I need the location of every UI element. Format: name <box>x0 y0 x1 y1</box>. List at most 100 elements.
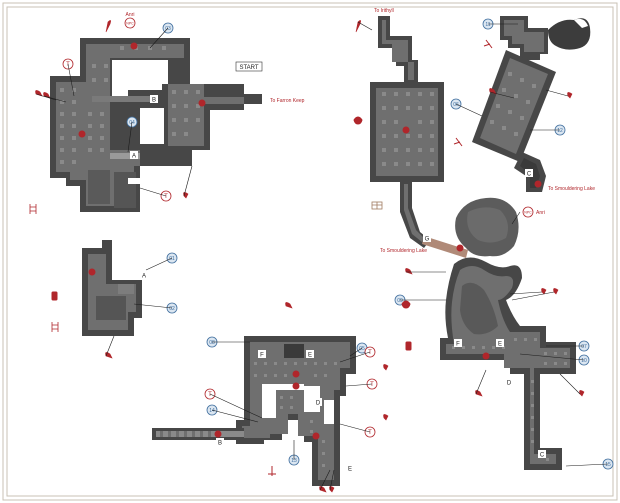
bonfire-icon[interactable] <box>130 42 138 50</box>
area-mid-left <box>82 240 142 336</box>
bonfire-icon[interactable] <box>214 430 222 438</box>
torch-icon <box>567 92 573 99</box>
svg-text:C: C <box>540 453 545 459</box>
misc-icons <box>29 39 493 476</box>
svg-text:E: E <box>498 342 502 348</box>
npc-anri-top[interactable]: Anri NPC <box>124 12 136 29</box>
npc-anri-right[interactable]: NPC Anri <box>522 206 545 218</box>
bonfire-icon[interactable] <box>78 130 86 138</box>
svg-text:NPC: NPC <box>524 211 532 215</box>
exit-label-smouldering-lake[interactable]: To Smouldering Lake <box>548 186 595 192</box>
sword-icon <box>453 137 463 147</box>
svg-text:B: B <box>152 98 156 104</box>
leader-lines <box>35 21 609 491</box>
letter-marker[interactable]: E <box>496 339 504 348</box>
svg-text:15: 15 <box>605 462 611 468</box>
area-far-right <box>472 16 591 192</box>
ladder-icon <box>29 204 37 214</box>
svg-text:START: START <box>239 65 258 71</box>
start-label[interactable]: START <box>235 61 263 72</box>
svg-text:A: A <box>142 274 146 280</box>
ladder-icon <box>51 322 59 332</box>
svg-text:D: D <box>316 401 321 407</box>
bonfire-icon[interactable] <box>402 126 410 134</box>
letter-marker[interactable]: B <box>216 438 224 447</box>
torch-markers <box>35 20 585 493</box>
svg-text:03: 03 <box>165 26 171 32</box>
exit-label-smouldering-lake[interactable]: To Smouldering Lake <box>380 248 427 254</box>
torch-icon <box>579 390 585 397</box>
svg-text:B: B <box>218 441 222 447</box>
svg-text:E: E <box>308 353 312 359</box>
svg-text:A: A <box>132 154 136 160</box>
bonfire-icon[interactable] <box>198 99 206 107</box>
svg-text:G: G <box>425 237 430 243</box>
skull-icon <box>353 116 363 125</box>
letter-marker[interactable]: D <box>505 378 513 387</box>
area-right-cavern <box>422 197 576 470</box>
svg-text:07: 07 <box>581 344 587 350</box>
letter-marker[interactable]: C <box>538 450 546 459</box>
bonfire-icon[interactable] <box>534 180 542 188</box>
torch-icon <box>285 302 293 309</box>
svg-text:T: T <box>164 194 168 200</box>
letter-marker[interactable]: A <box>130 151 138 160</box>
lantern-icon <box>51 291 58 301</box>
svg-text:05: 05 <box>359 346 365 352</box>
exit-label-farron-keep[interactable]: To Farron Keep <box>270 98 305 104</box>
letter-marker[interactable]: E <box>346 464 354 473</box>
torch-icon <box>355 20 361 33</box>
letter-marker[interactable]: F <box>454 339 462 348</box>
torch-icon <box>541 288 547 295</box>
svg-text:01: 01 <box>169 256 175 262</box>
svg-text:08: 08 <box>209 340 215 346</box>
svg-text:NPC: NPC <box>126 22 134 26</box>
svg-text:C: C <box>527 172 532 178</box>
svg-text:F: F <box>456 342 460 348</box>
exit-label-irithyll[interactable]: To Irithyll <box>374 8 394 14</box>
svg-text:T: T <box>208 392 212 398</box>
svg-text:02: 02 <box>169 306 175 312</box>
letter-marker[interactable]: G <box>423 234 431 243</box>
torch-icon <box>35 90 43 97</box>
letter-marker[interactable]: D <box>314 398 322 407</box>
bonfire-icon[interactable] <box>482 352 490 360</box>
torch-icon <box>105 20 111 33</box>
svg-text:13: 13 <box>291 458 297 464</box>
letter-marker[interactable]: C <box>525 169 533 178</box>
svg-text:Anri: Anri <box>536 210 545 216</box>
letter-marker[interactable]: B <box>150 95 158 104</box>
torch-icon <box>43 92 51 99</box>
svg-text:T: T <box>368 430 372 436</box>
bonfire-icon[interactable] <box>88 268 96 276</box>
torch-icon <box>553 288 559 295</box>
letter-marker[interactable]: F <box>258 350 266 359</box>
area-top-right <box>370 16 444 248</box>
bonfire-icon[interactable] <box>292 370 300 378</box>
sword-icon <box>483 39 493 49</box>
svg-text:06: 06 <box>453 102 459 108</box>
svg-text:Anri: Anri <box>126 12 135 18</box>
bonfire-icon[interactable] <box>292 382 300 390</box>
letter-marker[interactable]: A <box>140 271 148 280</box>
bonfire-icon[interactable] <box>312 432 320 440</box>
torch-icon <box>383 414 389 421</box>
treasure-icon[interactable]: T <box>62 58 74 70</box>
svg-text:T: T <box>370 382 374 388</box>
svg-text:F: F <box>260 353 264 359</box>
sword-icon <box>268 466 276 476</box>
svg-text:E: E <box>348 467 352 473</box>
numbered-badges: 03 04 11 06 12 01 02 09 08 14 13 07 10 1… <box>126 18 614 470</box>
svg-text:D: D <box>507 381 512 387</box>
torch-icon <box>405 268 413 275</box>
bonfire-markers <box>78 42 542 440</box>
skull-icon <box>401 300 411 309</box>
letter-marker[interactable]: E <box>306 350 314 359</box>
svg-text:T: T <box>368 350 372 356</box>
chest-icon <box>371 201 383 210</box>
door-letter-markers: A B A C G F E D E F E D C B <box>130 95 546 473</box>
bonfire-icon[interactable] <box>456 244 464 252</box>
area-top-left <box>50 38 262 212</box>
